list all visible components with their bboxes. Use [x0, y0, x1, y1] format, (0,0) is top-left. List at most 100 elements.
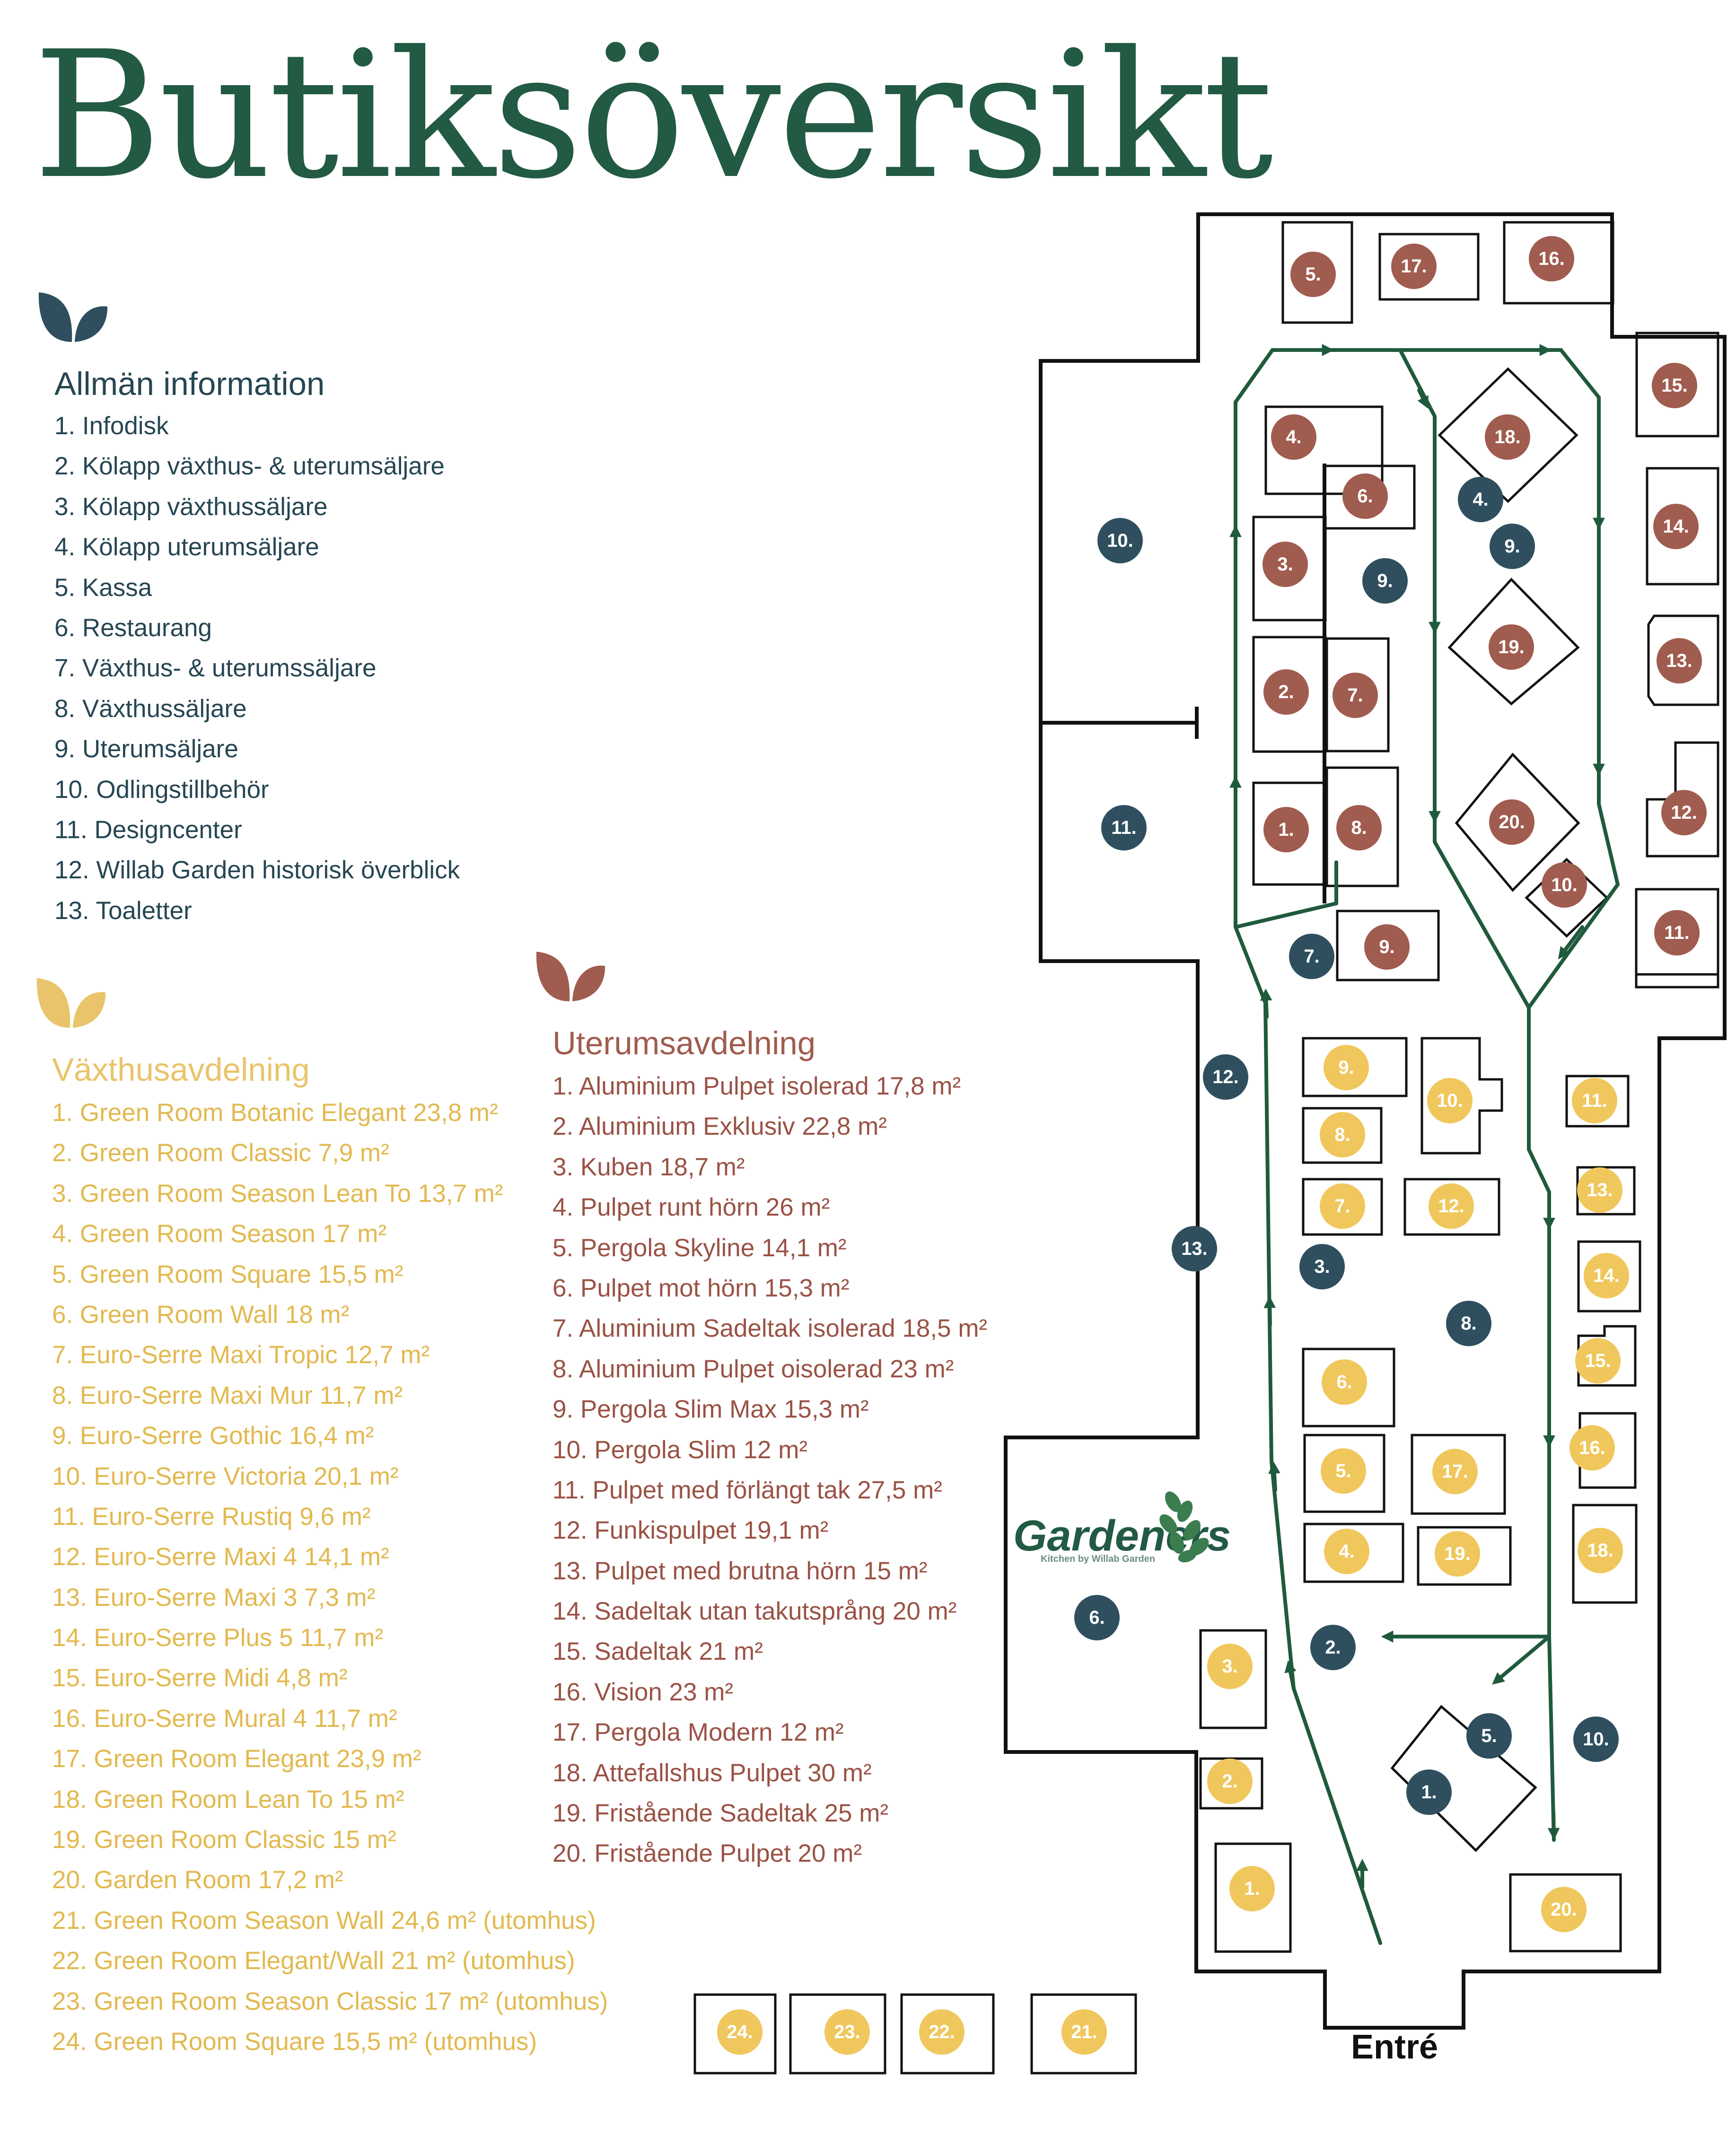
display-footprint [900, 1993, 995, 2075]
list-item: 20. Garden Room 17,2 m² [52, 1866, 343, 1894]
greenhouse-marker: 5. [1321, 1448, 1366, 1494]
route-path [1260, 988, 1272, 1019]
list-item: 7. Aluminium Sadeltak isolerad 18,5 m² [552, 1314, 988, 1343]
marker-circle [1653, 504, 1699, 549]
list-item: 5. Pergola Skyline 14,1 m² [552, 1234, 847, 1262]
display-footprint [1646, 467, 1719, 586]
general-marker: 2. [1310, 1625, 1356, 1670]
outdoor-marker: 8. [1336, 805, 1382, 850]
marker-number: 17. [1442, 1461, 1468, 1482]
marker-circle [1572, 1078, 1617, 1123]
marker-number: 10. [1107, 530, 1133, 551]
display-footprint [693, 1993, 777, 2075]
greenhouse-marker: 14. [1584, 1253, 1629, 1298]
display-footprint [1577, 1325, 1637, 1387]
list-item: 19. Green Room Classic 15 m² [52, 1826, 396, 1854]
list-item: 2. Kölapp växthus- & uterumsäljare [54, 452, 445, 481]
display-footprint [1252, 781, 1327, 886]
marker-circle [1324, 1045, 1369, 1090]
marker-number: 15. [1661, 375, 1688, 396]
list-item: 4. Green Room Season 17 m² [52, 1220, 387, 1248]
marker-circle [1321, 1448, 1366, 1494]
display-footprint [1572, 1504, 1638, 1604]
outdoor-marker: 19. [1489, 624, 1534, 670]
marker-number: 9. [1338, 1057, 1354, 1078]
display-footprint [1303, 1523, 1404, 1583]
general-marker: 8. [1446, 1301, 1491, 1346]
marker-circle [1263, 542, 1308, 587]
list-item: 9. Uterumsäljare [54, 735, 238, 763]
marker-circle [1490, 524, 1535, 569]
route-path [1234, 348, 1620, 1945]
list-item: 14. Sadeltak utan takutsprång 20 m² [552, 1597, 957, 1626]
leaf-icon [1159, 1491, 1209, 1563]
outdoor-marker: 6. [1342, 473, 1388, 519]
display-footprints [693, 221, 1719, 2075]
route-path [1234, 902, 1338, 929]
outdoor-marker: 3. [1263, 542, 1308, 587]
outdoor-marker: 15. [1652, 363, 1697, 408]
marker-circle [1342, 473, 1388, 519]
greenhouse-marker: 9. [1324, 1045, 1369, 1090]
list-item: 5. Kassa [54, 573, 152, 602]
marker-circle [1466, 1713, 1512, 1759]
general-marker: 13. [1172, 1226, 1217, 1271]
marker-circle [1432, 1449, 1478, 1494]
list-item: 7. Växthus- & uterumssäljare [54, 654, 377, 683]
display-footprint [789, 1993, 886, 2075]
greenhouse-marker: 23. [824, 2009, 870, 2055]
list-item: 8. Växthussäljare [54, 694, 247, 723]
outer-wall [1004, 212, 1727, 2030]
list-item: 15. Sadeltak 21 m² [552, 1638, 763, 1666]
marker-number: 22. [929, 2022, 955, 2042]
display-footprint [1503, 221, 1614, 305]
outdoor-marker: 2. [1263, 669, 1309, 715]
marker-number: 16. [1579, 1437, 1605, 1458]
general-marker: 4. [1458, 477, 1503, 522]
general-marker: 7. [1289, 934, 1334, 979]
marker-number: 6. [1336, 1372, 1352, 1393]
display-footprint [1403, 1178, 1500, 1236]
list-item: 17. Pergola Modern 12 m² [552, 1718, 844, 1747]
marker-number: 20. [1499, 812, 1525, 832]
list-item: 6. Pulpet mot hörn 15,3 m² [552, 1274, 850, 1302]
marker-circle [1446, 1301, 1491, 1346]
outdoor-marker: 7. [1333, 673, 1378, 718]
outdoor-marker: 16. [1529, 236, 1574, 281]
display-footprint [1302, 1348, 1395, 1428]
list-item: 24. Green Room Square 15,5 m² (utomhus) [52, 2027, 537, 2056]
list-item: 3. Green Room Season Lean To 13,7 m² [52, 1179, 503, 1208]
marker-number: 4. [1339, 1541, 1354, 1562]
marker-number: 20. [1551, 1899, 1577, 1920]
greenhouse-marker: 21. [1061, 2009, 1107, 2055]
marker-circle [1263, 807, 1309, 852]
display-footprint [1030, 1993, 1137, 2075]
marker-circle [1271, 414, 1316, 460]
route-path [1284, 1660, 1297, 1690]
visitor-route [1229, 344, 1620, 1945]
marker-number: 24. [727, 2022, 753, 2042]
display-footprint [1438, 367, 1578, 503]
greenhouse-marker: 18. [1578, 1528, 1623, 1573]
display-footprint [1336, 910, 1440, 981]
marker-circle [1364, 924, 1410, 970]
marker-circle [1263, 669, 1309, 715]
marker-number: 2. [1278, 682, 1294, 702]
marker-circle [1324, 1529, 1369, 1574]
marker-circle [1569, 1425, 1615, 1471]
marker-number: 6. [1089, 1607, 1105, 1628]
general-marker: 1. [1406, 1769, 1452, 1815]
list-item: 8. Aluminium Pulpet oisolerad 23 m² [552, 1355, 954, 1383]
list-item: 13. Toaletter [54, 896, 192, 925]
list-item: 1. Green Room Botanic Elegant 23,8 m² [52, 1099, 498, 1127]
marker-number: 8. [1461, 1313, 1476, 1334]
marker-number: 14. [1593, 1265, 1620, 1286]
outdoor-marker: 20. [1489, 799, 1534, 845]
marker-number: 13. [1587, 1180, 1613, 1200]
marker-number: 19. [1444, 1543, 1471, 1564]
list-item: 20. Fristående Pulpet 20 m² [552, 1839, 862, 1868]
list-item: 12. Funkispulpet 19,1 m² [552, 1516, 829, 1545]
marker-number: 2. [1325, 1637, 1341, 1658]
greenhouse-marker: 20. [1541, 1887, 1587, 1932]
